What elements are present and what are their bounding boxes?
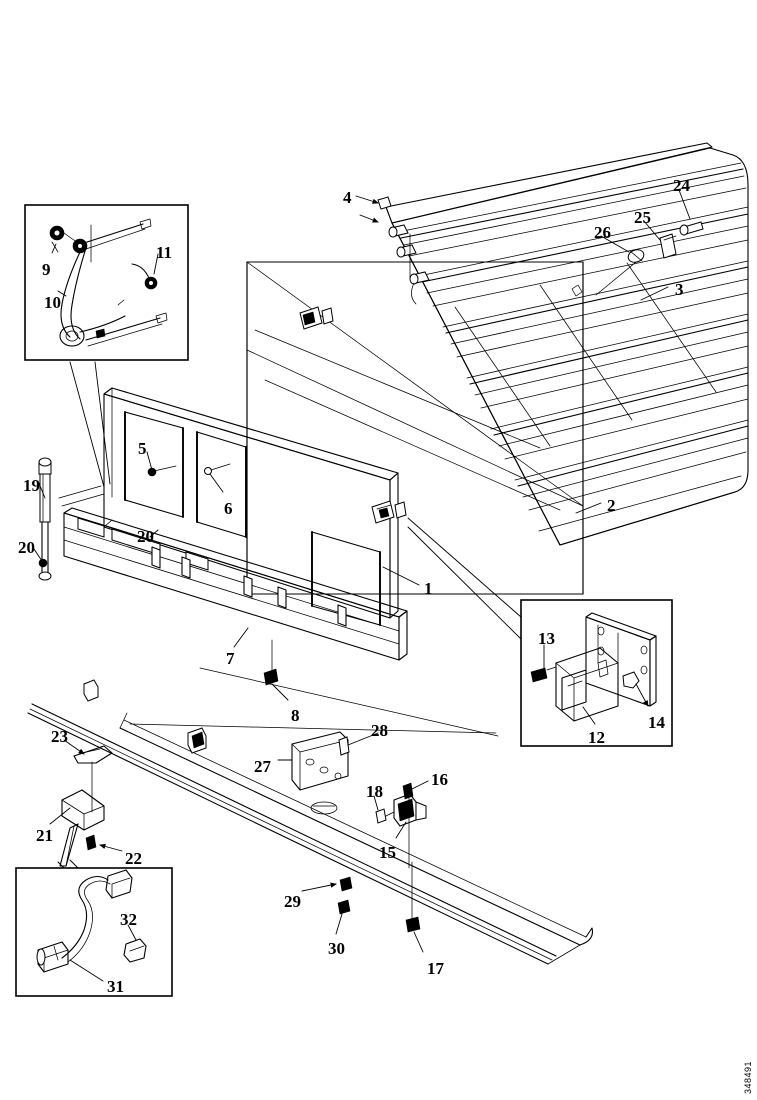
leader-15 [395,821,407,839]
leader-21 [49,807,71,825]
bottom-diagonal-rail [27,703,594,965]
leader-10 [57,290,67,297]
leader-17 [413,931,424,953]
leader-22 [99,843,123,852]
latch-upper [299,306,334,330]
latch-mid [371,500,407,524]
callout-31[interactable]: 31 [107,977,124,996]
detail-box-right-contents [530,612,657,725]
plate-27-28 [277,731,379,791]
callout-22[interactable]: 22 [125,849,142,868]
callout-17[interactable]: 17 [427,959,444,978]
detail-box-top-left-contents [49,218,168,347]
detail-box-top-left-pointers [69,361,111,488]
leader-30 [335,913,343,935]
leader-7 [233,627,249,648]
leader-20 [33,548,43,562]
leader-5 [146,451,153,471]
rear-panel-assembly [246,261,602,595]
leader-16 [411,780,429,790]
callout-6[interactable]: 6 [224,499,233,518]
detail-box-right-pointers [407,517,522,640]
bracket-group-21-22-23 [49,739,123,867]
detail-box-bottom-left-frame [15,867,173,997]
callout-18[interactable]: 18 [366,782,383,801]
leader-2 [575,502,602,514]
leader-28 [347,732,379,746]
callout-16[interactable]: 16 [431,770,448,789]
fastener-group-24-25-26 [595,189,704,296]
detail-box-right-frame [520,599,673,747]
detail-box-top-left-frame [24,204,189,361]
upper-cowl-assembly [385,142,749,546]
leader-32 [127,924,137,941]
callout-21[interactable]: 21 [36,826,53,845]
callout-2[interactable]: 2 [607,496,616,515]
leader-6 [209,473,224,493]
callout-15[interactable]: 15 [379,843,396,862]
rail-clip-far-left [83,679,99,702]
fastener-8 [263,639,289,701]
callout-10[interactable]: 10 [44,293,61,312]
leader-29 [301,882,337,892]
leader-14 [635,683,649,707]
leader-19 [37,480,46,499]
leader-8 [271,683,289,701]
leader-1 [382,566,420,586]
callout-14[interactable]: 14 [648,713,665,732]
callout-13[interactable]: 13 [538,629,555,648]
leader-18 [373,795,379,811]
leader-9 [51,243,57,254]
callout-26[interactable]: 26 [594,223,611,242]
front-frame-assembly [103,387,420,626]
gas-strut-left [33,457,52,581]
rail-clip-left [187,727,207,754]
leader-4 [355,195,392,223]
callout-20-rail[interactable]: 20 [137,527,154,546]
leader-12 [582,706,596,725]
latch-group-15-16-18 [373,780,429,869]
callout-7[interactable]: 7 [226,649,235,668]
leader-31 [69,959,104,982]
callout-11[interactable]: 11 [156,243,173,262]
leader-20b [149,529,159,538]
leader-3 [640,286,669,301]
callout-8[interactable]: 8 [291,706,300,725]
callout-23[interactable]: 23 [51,727,68,746]
drawing-number: 348491 [743,1060,753,1094]
callout-24[interactable]: 24 [673,176,690,195]
callout-1[interactable]: 1 [424,579,433,598]
callout-20[interactable]: 20 [18,538,35,557]
callout-9[interactable]: 9 [42,260,51,279]
callout-30[interactable]: 30 [328,939,345,958]
leader-23 [63,739,85,755]
fastener-group-29-30-17 [301,861,424,953]
callout-25[interactable]: 25 [634,208,651,227]
callout-27[interactable]: 27 [254,757,271,776]
callout-29[interactable]: 29 [284,892,301,911]
callout-4[interactable]: 4 [343,188,352,207]
detail-box-bottom-left-contents [36,869,147,982]
detail-box-bottom-left-pointer [69,859,79,869]
callout-32[interactable]: 32 [120,910,137,929]
callout-19[interactable]: 19 [23,476,40,495]
callout-12[interactable]: 12 [588,728,605,747]
callout-3[interactable]: 3 [675,280,684,299]
callout-5[interactable]: 5 [138,439,147,458]
leader-11 [153,253,159,275]
callout-28[interactable]: 28 [371,721,388,740]
lower-rail-assembly [63,507,408,661]
